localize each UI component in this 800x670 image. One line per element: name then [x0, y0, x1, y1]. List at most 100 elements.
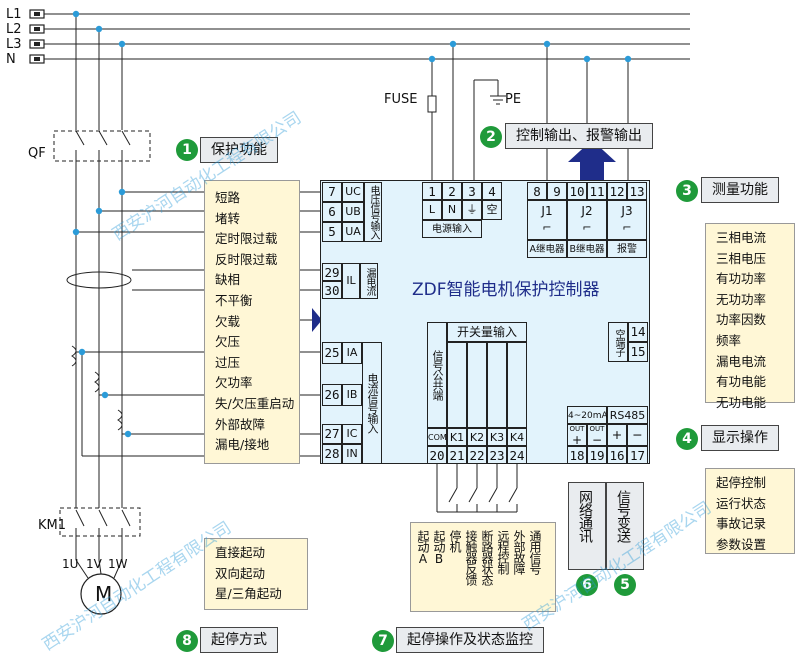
- analog-out-plus: OUT +: [567, 424, 587, 446]
- measurement-item: 有功电能: [716, 374, 767, 390]
- terminal-number: 1: [422, 182, 442, 200]
- switch-function-item: 停机: [448, 530, 462, 552]
- analog-out-minus: OUT −: [587, 424, 607, 446]
- measurement-item: 无功电能: [716, 394, 767, 410]
- junction-dot: [624, 55, 632, 63]
- badge-6: 6: [576, 574, 598, 596]
- fuse-icon: [427, 95, 437, 113]
- terminal-number: 26: [322, 384, 342, 406]
- qf-contact: [98, 130, 108, 146]
- protection-item: 反时限过载: [215, 251, 278, 267]
- controller-title: ZDF智能电机保护控制器: [412, 280, 600, 300]
- section-title-start-stop-ops: 起停操作及状态监控: [396, 627, 544, 653]
- start-mode-item: 直接起动: [215, 545, 266, 560]
- protection-arrow-icon: [312, 308, 322, 332]
- network-comm-label: 网络通讯: [577, 490, 593, 542]
- terminal-number: 21: [447, 446, 467, 464]
- relay-j3: J3 ⌐: [607, 200, 647, 240]
- junction-dot: [101, 391, 109, 399]
- junction-dot: [72, 10, 80, 18]
- badge-4: 4: [676, 428, 698, 450]
- protection-item: 欠载: [215, 313, 241, 329]
- protection-item: 欠压: [215, 334, 241, 350]
- measurement-item: 频率: [716, 332, 742, 348]
- switch-function-item: 断路器状态: [480, 530, 494, 585]
- power-name: N: [442, 200, 462, 220]
- relay-contact-icon: ⌐: [542, 221, 552, 234]
- current-group-label: 电流信号输入: [362, 342, 382, 464]
- terminal-number: 2: [442, 182, 462, 200]
- switch-function-item: 起动A: [416, 530, 430, 565]
- terminal-number: 8: [527, 182, 547, 200]
- terminal-number: 4: [482, 182, 502, 200]
- phase-label-l1: L1: [6, 7, 22, 22]
- bus-terminal-core: [34, 57, 40, 61]
- junction-dot: [124, 430, 132, 438]
- display-function-list: 起停控制 运行状态 事故记录 参数设置: [705, 468, 795, 554]
- switch-input-name: K2: [467, 428, 487, 446]
- network-comm-box: [568, 482, 606, 570]
- terminal-number: 14: [628, 322, 648, 342]
- qf-label: QF: [28, 146, 46, 161]
- terminal-number: 10: [567, 182, 587, 200]
- rs485-label: RS485: [607, 406, 648, 424]
- terminal-number: 9: [547, 182, 567, 200]
- terminal-number: 5: [322, 222, 342, 242]
- km1-contact: [75, 509, 85, 527]
- switch-function-item: 通用信号: [528, 530, 542, 574]
- km1-contactor-box: [59, 507, 141, 537]
- analog-label: 4~20mA: [567, 406, 608, 424]
- badge-7: 7: [372, 630, 394, 652]
- relay-name: J1: [541, 204, 553, 218]
- power-name: 空: [482, 200, 502, 220]
- section-title-protection: 保护功能: [200, 137, 278, 163]
- section-title-measurement: 测量功能: [701, 177, 779, 203]
- protection-item: 欠功率: [215, 375, 253, 391]
- section-title-start-mode: 起停方式: [200, 627, 278, 653]
- motor-symbol: M: [95, 582, 113, 606]
- protection-item: 漏电/接地: [215, 437, 270, 453]
- km1-label: KM1: [38, 518, 67, 533]
- qf-contact: [75, 130, 85, 146]
- measurement-item: 无功功率: [716, 291, 767, 307]
- terminal-name: IC: [342, 424, 362, 444]
- measurement-item: 有功功率: [716, 271, 767, 287]
- terminal-number: 12: [607, 182, 627, 200]
- terminal-number: 20: [427, 446, 447, 464]
- signal-transmit-box: [606, 482, 644, 570]
- ct-coil-icon: [117, 409, 123, 431]
- badge-1: 1: [176, 139, 198, 161]
- start-mode-item: 星/三角起动: [215, 586, 282, 602]
- leakage-ct-icon: [66, 271, 132, 289]
- terminal-number: 30: [322, 281, 342, 299]
- bus-terminal-core: [34, 42, 40, 46]
- terminal-number: 28: [322, 444, 342, 464]
- badge-5: 5: [614, 574, 636, 596]
- terminal-number: 11: [587, 182, 607, 200]
- ct-coil-icon: [71, 345, 77, 367]
- protection-item: 堵转: [215, 210, 241, 226]
- switch-column: [447, 342, 467, 428]
- km1-contact: [98, 509, 108, 527]
- junction-dot: [583, 55, 591, 63]
- badge-3: 3: [676, 180, 698, 202]
- qf-contact: [121, 130, 131, 146]
- terminal-name: UC: [342, 182, 364, 202]
- terminal-number: 23: [487, 446, 507, 464]
- switch-function-item: 外部故障: [512, 530, 526, 574]
- bus-terminal-core: [34, 12, 40, 16]
- measurement-item: 三相电流: [716, 230, 767, 245]
- terminal-number: 19: [587, 446, 607, 464]
- relay-j1: J1 ⌐: [527, 200, 567, 240]
- junction-dot: [428, 55, 436, 63]
- relay-j2: J2 ⌐: [567, 200, 607, 240]
- junction-dot: [118, 40, 126, 48]
- switch-column: [467, 342, 487, 428]
- protection-item: 外部故障: [215, 416, 266, 432]
- switch-input-name: COM: [427, 428, 447, 446]
- protection-function-list: 短路 堵转 定时限过载 反时限过载 缺相 不平衡 欠载 欠压 过压 欠功率 失/…: [204, 180, 300, 464]
- motor-terminal-1w: 1W: [108, 557, 128, 571]
- motor-terminal-1v: 1V: [86, 557, 102, 571]
- junction-dot: [449, 40, 457, 48]
- terminal-number: 13: [627, 182, 647, 200]
